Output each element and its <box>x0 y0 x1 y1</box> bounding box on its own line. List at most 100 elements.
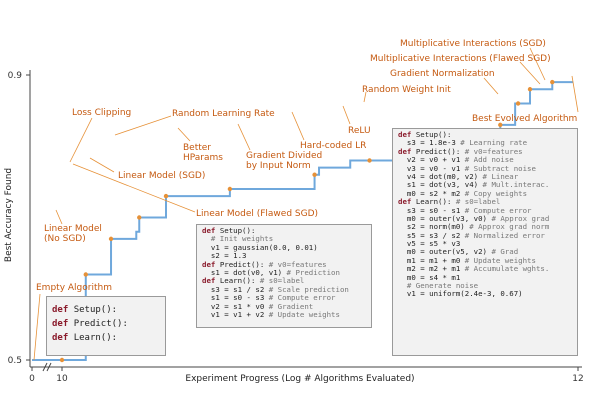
code-comment: # Scale prediction <box>268 284 349 294</box>
code-keyword: def <box>52 333 74 343</box>
annotation-better-hparams-line2: HParams <box>183 153 223 163</box>
code-text: s1 = dot(v0, v1) <box>202 267 287 277</box>
annotation-linear-model-no-sgd-line2: (No SGD) <box>44 234 86 244</box>
code-line: v3 = v0 - v1 # Subtract noise <box>398 163 572 173</box>
code-text: Learn(): <box>415 197 456 207</box>
code-line: s1 = s0 - s3 # Compute error <box>202 293 366 303</box>
code-line: def Setup(): <box>398 130 572 139</box>
annotation-gradient-divided-line2: by Input Norm <box>246 161 311 171</box>
code-line: s3 = 1.8e-3 # Learning rate <box>398 139 572 147</box>
annotation-linear-model-flawed-sgd: Linear Model (Flawed SGD) <box>196 209 318 219</box>
code-comment: # Gradient <box>268 301 314 311</box>
code-text: m2 = m2 + m1 <box>398 264 465 274</box>
y-axis-label: Best Accuracy Found <box>4 168 14 262</box>
x-tick-label-12: 12 <box>572 374 583 384</box>
code-line: s2 = norm(m0) # Approx grad norm <box>398 223 572 231</box>
code-line: v1 = uniform(2.4e-3, 0.67) <box>398 290 572 298</box>
marker-layer <box>59 79 555 363</box>
annotation-mult-interactions-flawed-sgd: Multiplicative Interactions (Flawed SGD) <box>370 54 551 64</box>
milestone-marker-5 <box>227 186 233 192</box>
code-text: s1 = dot(v3, v4) <box>398 180 483 190</box>
code-comment: # Approx grad norm <box>469 222 550 232</box>
code-comment: # Normalized error <box>464 230 545 240</box>
code-comment: # Update weights <box>464 255 536 265</box>
code-comment: # s0=label <box>259 276 305 286</box>
annotation-relu: ReLU <box>348 126 371 136</box>
series-line <box>32 81 574 361</box>
code-text: v2 = v0 + v1 <box>398 155 465 165</box>
code-text: s3 = 1.8e-3 <box>398 138 461 148</box>
code-line: v1 = v1 + v2 # Update weights <box>202 309 366 319</box>
annotation-random-weight-init: Random Weight Init <box>362 85 451 95</box>
annotation-best-evolved-algorithm: Best Evolved Algorithm <box>472 114 577 124</box>
code-text: m0 = s4 * m1 <box>398 272 461 282</box>
code-line: # Init weights <box>202 235 366 243</box>
code-box-best-evolved-algorithm: def Setup(): s3 = 1.8e-3 # Learning rate… <box>392 128 578 356</box>
code-comment: # s0=label <box>455 197 501 207</box>
code-text: m0 = s2 * m2 <box>398 188 465 198</box>
code-line: def Learn(): # s0=label <box>202 277 366 285</box>
milestone-marker-6 <box>312 172 317 177</box>
code-line: def Predict(): # v0=features <box>398 146 572 156</box>
code-line: v4 = dot(m0, v2) # Linear <box>398 172 572 181</box>
code-line: m0 = outer(v5, v2) # Grad <box>398 248 572 256</box>
annotation-better-hparams-line1: Better <box>183 143 211 153</box>
milestone-marker-11 <box>527 87 533 92</box>
code-text: Setup(): <box>219 226 256 235</box>
code-text: Learn(): <box>219 276 260 286</box>
code-keyword: def <box>52 305 74 315</box>
code-text: v5 = s5 * v3 <box>398 239 461 249</box>
code-line: def Setup(): <box>52 303 160 317</box>
code-text: s5 = s3 / s2 <box>398 230 465 240</box>
annotation-leader-lines <box>33 47 579 361</box>
code-text: m0 = outer(v3, v0) <box>398 213 492 223</box>
code-keyword: def <box>52 319 74 329</box>
code-keyword: def <box>398 146 416 156</box>
code-text: m0 = outer(v5, v2) <box>398 247 492 257</box>
annotation-mult-interactions-sgd: Multiplicative Interactions (SGD) <box>400 39 546 49</box>
code-text: Learn(): <box>73 333 118 343</box>
code-comment: # Generate noise <box>398 281 479 291</box>
code-line: s1 = dot(v0, v1) # Prediction <box>202 267 366 277</box>
annotation-gradient-normalization: Gradient Normalization <box>390 69 495 79</box>
annotation-gradient-divided-line1: Gradient Divided <box>246 151 322 161</box>
code-comment: # Learning rate <box>460 138 528 148</box>
milestone-marker-12 <box>550 79 555 85</box>
annotation-random-learning-rate: Random Learning Rate <box>172 109 275 119</box>
code-comment: # v0=features <box>268 259 327 269</box>
milestone-marker-1 <box>83 272 88 277</box>
code-text: v3 = v0 - v1 <box>398 163 465 173</box>
code-line: v5 = s5 * v3 <box>398 239 572 249</box>
code-text: s1 = s0 - s3 <box>202 293 269 303</box>
code-comment: # Copy weights <box>464 188 528 198</box>
y-tick-label-0.5: 0.5 <box>8 356 22 366</box>
x-axis-label: Experiment Progress (Log # Algorithms Ev… <box>185 374 414 384</box>
code-text: Setup(): <box>415 130 452 139</box>
code-line: m0 = s2 * m2 # Copy weights <box>398 188 572 198</box>
code-line: v1 = gaussian(0.0, 0.01) <box>202 242 366 252</box>
code-comment: # Grad <box>491 247 519 257</box>
code-text: Predict(): <box>415 146 465 156</box>
code-text: v1 = uniform(2.4e-3, 0.67) <box>398 289 523 299</box>
code-text: s3 = s1 / s2 <box>202 284 269 294</box>
x-tick-label-10: 10 <box>56 374 68 384</box>
code-line: # Generate noise <box>398 281 572 291</box>
code-text: s2 = norm(m0) <box>398 222 470 232</box>
annotation-linear-model-sgd: Linear Model (SGD) <box>118 171 205 181</box>
code-comment: # v0=features <box>464 146 523 156</box>
code-keyword: def <box>398 130 416 139</box>
x-axis-break-mark <box>42 362 52 372</box>
code-line: v2 = s1 * v0 # Gradient <box>202 301 366 311</box>
code-comment: # Update weights <box>268 309 340 319</box>
y-tick-label-0.9: 0.9 <box>8 71 23 81</box>
annotation-hard-coded-lr: Hard-coded LR <box>300 141 366 151</box>
code-box-empty-algorithm: def Setup():def Predict():def Learn(): <box>46 296 166 356</box>
code-line: def Predict(): <box>52 317 160 331</box>
annotation-linear-model-no-sgd: Linear Model(No SGD) <box>44 224 102 244</box>
code-text: m1 = m1 + m0 <box>398 255 465 265</box>
code-text: v1 = gaussian(0.0, 0.01) <box>202 242 318 252</box>
code-text: Predict(): <box>219 259 269 269</box>
code-text: s2 = 1.3 <box>202 251 247 261</box>
code-line: def Predict(): # v0=features <box>202 259 366 269</box>
